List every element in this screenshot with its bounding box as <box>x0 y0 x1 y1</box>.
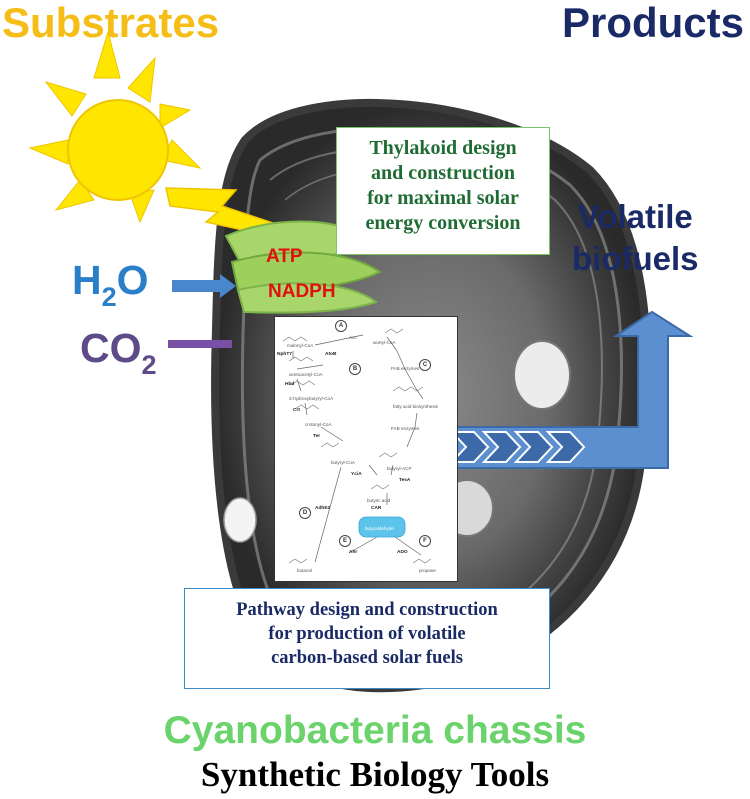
compound-label: butyryl-ACP <box>387 466 412 471</box>
enzyme-label: AdhE2 <box>315 506 331 511</box>
compound-label: acetyl-CoA <box>373 340 396 345</box>
enzyme-label: FAB enzymes <box>391 366 420 371</box>
compound-label: propane <box>419 568 436 573</box>
thylakoid-box-line: and construction <box>371 162 515 184</box>
cell-granule <box>223 497 257 543</box>
step-circle: E <box>339 535 351 547</box>
pathway-box-line: carbon-based solar fuels <box>271 648 463 668</box>
compound-label: butanol <box>297 568 313 573</box>
substrates-header: Substrates <box>2 0 220 46</box>
thylakoid-box-line: Thylakoid design <box>369 137 517 159</box>
pathway-diagram: A B C D E F malonyl-CoA acetyl-CoA aceto… <box>274 316 458 582</box>
pathway-box-line: Pathway design and construction <box>236 600 498 620</box>
step-circle: D <box>299 507 311 519</box>
enzyme-label: Ter <box>313 434 321 439</box>
compound-label: malonyl-CoA <box>287 343 314 348</box>
co2-label: CO2 <box>80 325 157 380</box>
compound-label: crotonyl-CoA <box>305 422 332 427</box>
enzyme-label: Hbd <box>285 382 295 387</box>
enzyme-label: TesA <box>399 478 411 483</box>
thylakoid-box-line: energy conversion <box>365 212 521 234</box>
enzyme-label: NphT7 <box>277 352 292 357</box>
step-circle: C <box>419 359 431 371</box>
enzyme-label: YciA <box>351 472 362 477</box>
biofuels-line: biofuels <box>572 240 699 277</box>
h2o-tail: O <box>116 257 149 303</box>
co2-subscript: 2 <box>141 350 157 380</box>
nadph-label: NADPH <box>268 281 336 302</box>
pathway-arrows <box>282 328 432 564</box>
enzyme-label: Crt <box>293 408 300 413</box>
sun-icon <box>28 30 202 224</box>
co2-arrow <box>168 340 232 348</box>
compound-label: butyryl-CoA <box>331 460 355 465</box>
thylakoid-design-box: Thylakoid design and construction for ma… <box>336 127 550 255</box>
h2o-arrow <box>172 274 236 298</box>
pathway-box-line: for production of volatile <box>268 624 466 644</box>
h2o-subscript: 2 <box>101 282 117 312</box>
enzyme-label: Acc <box>349 335 357 340</box>
compound-label: acetoacetyl-CoA <box>289 372 323 377</box>
enzyme-label: FAB enzymes <box>391 426 420 431</box>
product-arrow <box>449 310 694 469</box>
cyanobacteria-chassis-title: Cyanobacteria chassis <box>163 709 587 752</box>
enzyme-label: AtoB <box>325 352 337 357</box>
compound-label: 3-hydroxybutyryl-CoA <box>289 396 334 401</box>
step-circle: F <box>419 535 431 547</box>
compound-label: butyraldehyde <box>365 526 394 531</box>
atp-label: ATP <box>266 246 303 267</box>
compound-label: fatty acid biosynthesis <box>393 404 438 409</box>
enzyme-label: ADO <box>397 550 408 555</box>
products-header: Products <box>561 0 744 46</box>
pathway-design-box: Pathway design and construction for prod… <box>184 588 550 689</box>
step-circle: A <box>335 320 347 332</box>
butyraldehyde-highlight <box>358 516 406 538</box>
co2-main: CO <box>80 325 142 371</box>
enzyme-label: CAR <box>371 506 382 511</box>
h2o-label: H2O <box>72 257 149 312</box>
synthetic-biology-tools-title: Synthetic Biology Tools <box>200 755 550 794</box>
compound-label: butyric acid <box>367 498 391 503</box>
thylakoid-box-line: for maximal solar <box>367 187 519 209</box>
enzyme-label: Ahr <box>349 550 358 555</box>
volatile-line: Volatile <box>577 198 693 235</box>
cell-granule <box>513 340 571 410</box>
h2o-main: H <box>72 257 102 303</box>
volatile-biofuels-label: Volatile biofuels <box>572 196 699 280</box>
step-circle: B <box>349 363 361 375</box>
